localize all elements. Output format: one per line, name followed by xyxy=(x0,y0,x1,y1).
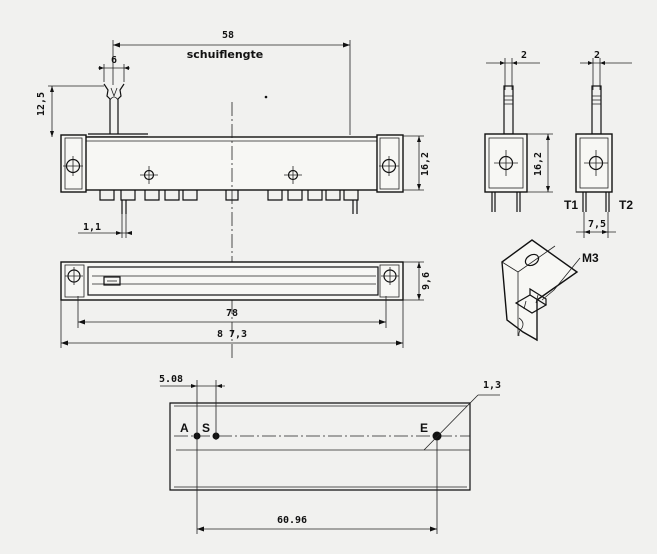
pcb-layout: A S E 5.08 1,3 60.96 xyxy=(159,374,501,534)
side-view-1: 2 16,2 xyxy=(484,50,553,212)
front-view: 58 schuiflengte 6 12,5 xyxy=(36,30,431,360)
dim-terminal-spacing: 7,5 xyxy=(588,219,606,230)
top-view: 9,6 78 8 7,3 xyxy=(60,261,432,348)
label-t1: T1 xyxy=(564,198,578,212)
label-pin-s: S xyxy=(202,421,210,435)
label-m3: M3 xyxy=(582,251,599,265)
dim-body-height-front: 16,2 xyxy=(420,152,431,176)
dim-pitch: 5.08 xyxy=(159,374,183,385)
dim-travel: 58 xyxy=(222,30,234,41)
isometric-detail: M3 xyxy=(501,239,599,342)
label-pin-a: A xyxy=(180,421,189,435)
dim-overall-length: 8 7,3 xyxy=(217,329,247,340)
label-t2: T2 xyxy=(619,198,633,212)
dim-body-height-side: 16,2 xyxy=(533,152,544,176)
dim-slot-length: 78 xyxy=(226,308,238,319)
dim-shaft-width-2: 2 xyxy=(594,50,600,61)
dim-knob-height: 12,5 xyxy=(36,92,47,116)
label-pin-e: E xyxy=(420,421,428,435)
dim-top-width: 9,6 xyxy=(421,272,432,290)
travel-label: schuiflengte xyxy=(187,48,264,61)
dim-pin-offset: 1,1 xyxy=(83,222,101,233)
side-view-2: 2 T1 T2 7,5 xyxy=(564,50,633,238)
dim-pin-span: 60.96 xyxy=(277,515,307,526)
dim-shaft-width-1: 2 xyxy=(521,50,527,61)
dim-hole-diameter: 1,3 xyxy=(483,380,501,391)
dim-knob-width: 6 xyxy=(111,55,117,66)
